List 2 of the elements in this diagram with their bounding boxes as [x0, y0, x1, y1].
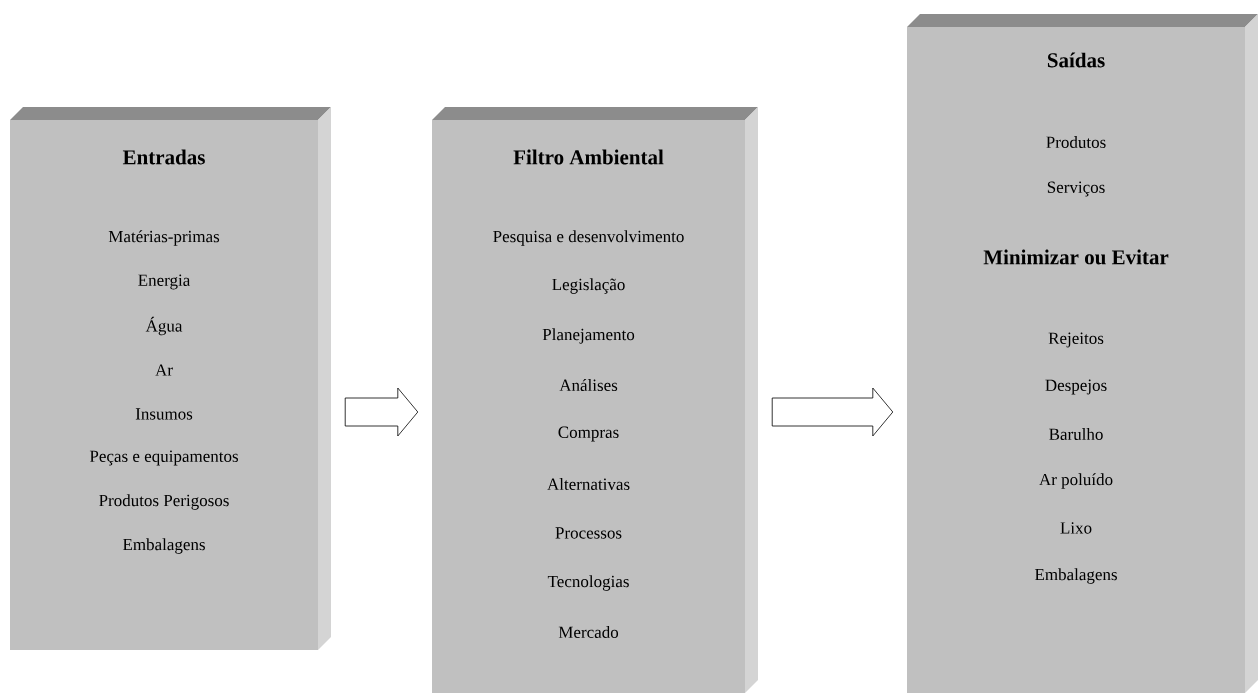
- block-arrow: [344, 387, 419, 437]
- block-arrow: [771, 387, 894, 437]
